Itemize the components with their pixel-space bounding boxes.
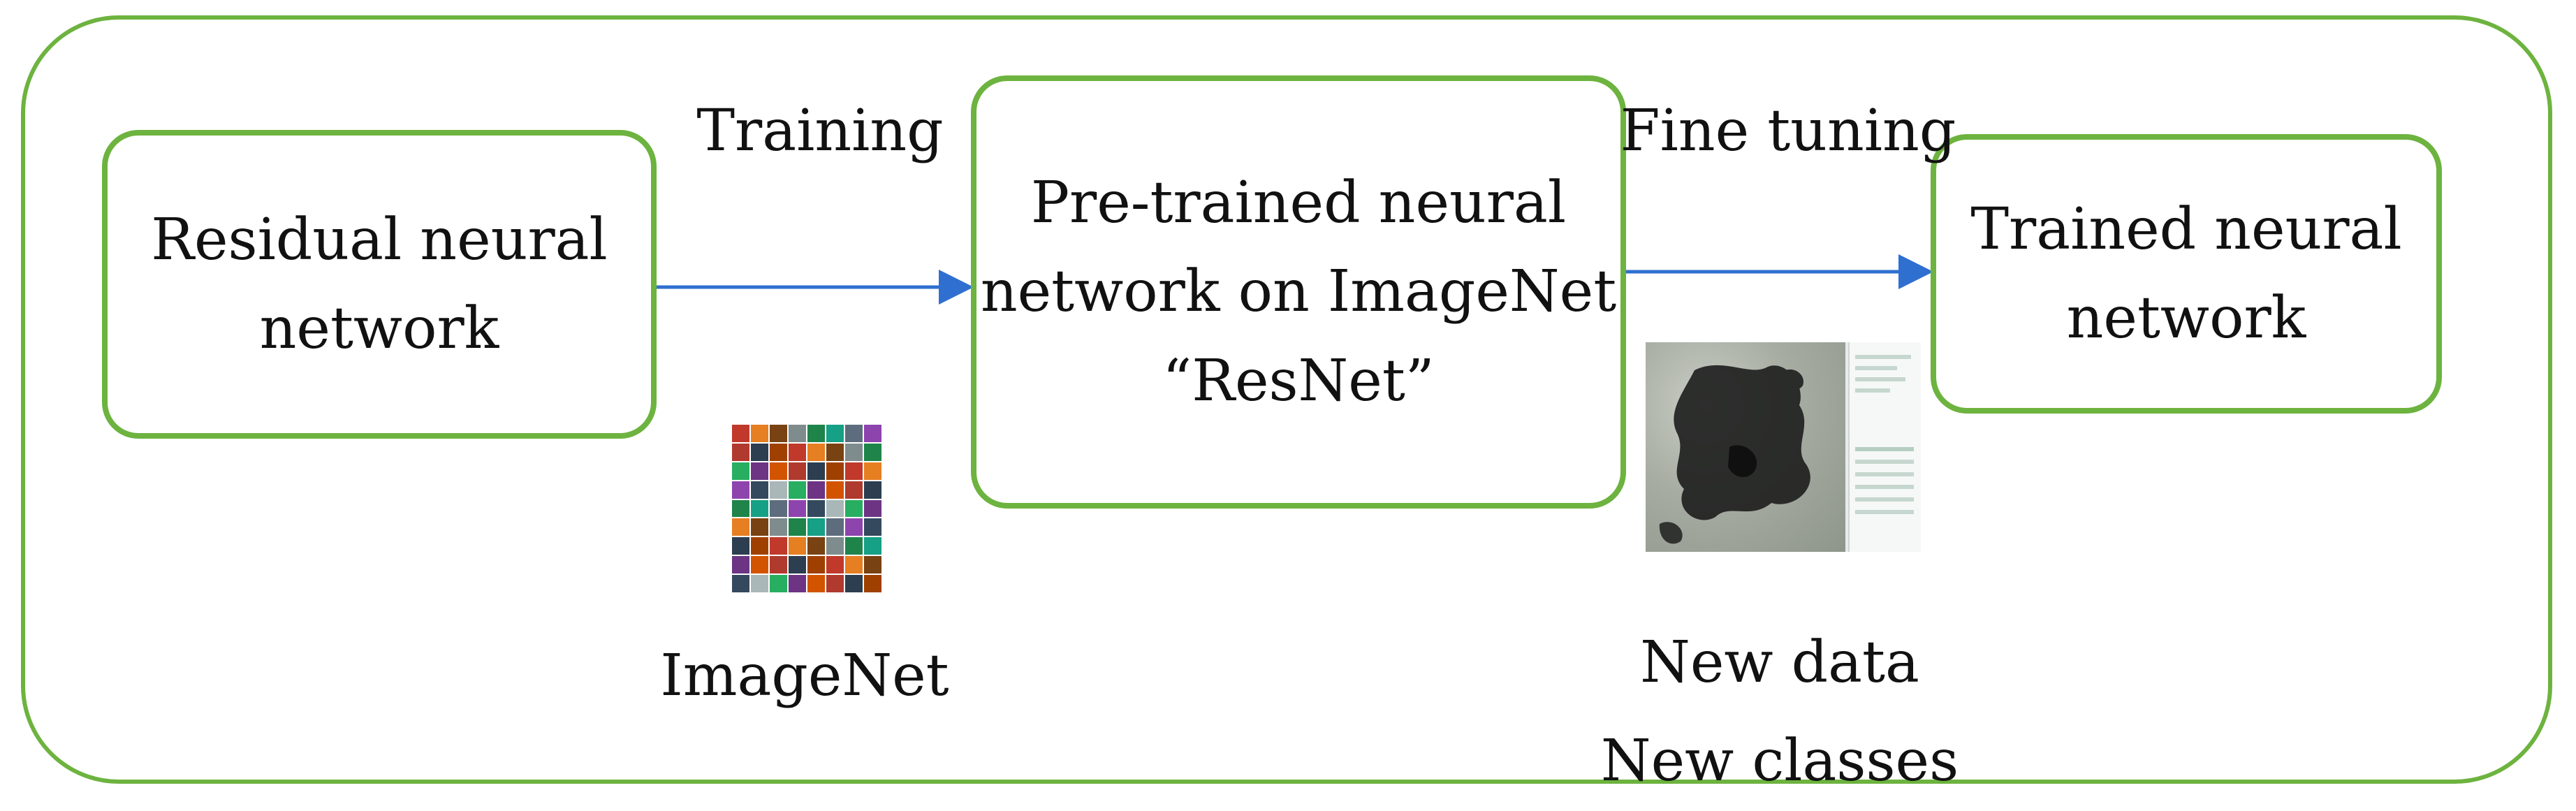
edge-training-label: Training — [696, 98, 944, 164]
mosaic-tile — [826, 462, 844, 480]
mosaic-tile — [732, 556, 749, 574]
mosaic-tile — [845, 556, 863, 574]
mosaic-tile — [807, 462, 825, 480]
node-pretrained-network: Pre-trained neural network on ImageNet “… — [971, 75, 1626, 509]
mosaic-tile — [732, 443, 749, 461]
new-data-image — [1646, 342, 1921, 552]
mosaic-tile — [864, 443, 881, 461]
diagram-frame — [21, 15, 2552, 784]
mosaic-tile — [845, 537, 863, 555]
mosaic-tile — [807, 518, 825, 536]
mosaic-tile — [732, 481, 749, 499]
mosaic-tile — [826, 556, 844, 574]
imagenet-mosaic-image — [732, 425, 881, 592]
mosaic-tile — [845, 425, 863, 442]
mosaic-tile — [864, 556, 881, 574]
mosaic-tile — [845, 518, 863, 536]
mosaic-tile — [864, 518, 881, 536]
mosaic-tile — [732, 462, 749, 480]
node-pretrained-label: Pre-trained neural network on ImageNet “… — [980, 170, 1617, 414]
mosaic-tile — [789, 443, 806, 461]
mosaic-tile — [845, 443, 863, 461]
map-dark-regions — [1659, 365, 1810, 544]
mosaic-tile — [770, 443, 787, 461]
mosaic-tile — [826, 575, 844, 592]
mosaic-tile — [789, 462, 806, 480]
mosaic-tile — [864, 575, 881, 592]
mosaic-tile — [751, 575, 768, 592]
mosaic-tile — [751, 425, 768, 442]
mosaic-tile — [770, 462, 787, 480]
mosaic-tile — [789, 537, 806, 555]
mosaic-tile — [751, 499, 768, 518]
mosaic-tile — [751, 481, 768, 499]
mosaic-tile — [807, 556, 825, 574]
mosaic-tile — [864, 481, 881, 499]
mosaic-tile — [826, 537, 844, 555]
mosaic-tile — [751, 556, 768, 574]
mosaic-tile — [789, 556, 806, 574]
mosaic-tile — [864, 537, 881, 555]
mosaic-tile — [826, 443, 844, 461]
mosaic-tile — [864, 462, 881, 480]
mosaic-tile — [789, 481, 806, 499]
mosaic-tile — [807, 575, 825, 592]
node-trained-label: Trained neural network — [1970, 196, 2402, 351]
mosaic-tile — [751, 537, 768, 555]
mosaic-tile — [864, 425, 881, 442]
mosaic-tile — [770, 425, 787, 442]
mosaic-tile — [732, 425, 749, 442]
mosaic-tile — [826, 499, 844, 518]
mosaic-tile — [751, 462, 768, 480]
node-residual-label: Residual neural network — [151, 206, 608, 362]
mosaic-tile — [807, 425, 825, 442]
edge-finetune-label: Fine tuning — [1620, 98, 1956, 164]
mosaic-tile — [770, 537, 787, 555]
mosaic-tile — [732, 518, 749, 536]
imagenet-caption: ImageNet — [660, 643, 949, 709]
mosaic-tile — [807, 499, 825, 518]
mosaic-tile — [732, 575, 749, 592]
mosaic-tile — [770, 556, 787, 574]
mosaic-tile — [789, 575, 806, 592]
mosaic-tile — [732, 537, 749, 555]
mosaic-tile — [751, 443, 768, 461]
mosaic-tile — [826, 518, 844, 536]
new-data-caption: New data New classes — [1600, 629, 1959, 795]
mosaic-tile — [770, 481, 787, 499]
map-view — [1646, 342, 1845, 552]
mosaic-tile — [826, 425, 844, 442]
mosaic-tile — [807, 537, 825, 555]
mosaic-tile — [770, 575, 787, 592]
mosaic-tile — [732, 499, 749, 518]
mosaic-tile — [770, 499, 787, 518]
mosaic-tile — [789, 499, 806, 518]
mosaic-tile — [845, 575, 863, 592]
mosaic-tile — [845, 462, 863, 480]
map-side-panel — [1848, 342, 1921, 552]
node-residual-network: Residual neural network — [102, 130, 657, 439]
node-trained-network: Trained neural network — [1931, 134, 2442, 414]
mosaic-tile — [807, 443, 825, 461]
mosaic-tile — [789, 425, 806, 442]
mosaic-tile — [845, 481, 863, 499]
mosaic-tile — [789, 518, 806, 536]
mosaic-tile — [751, 518, 768, 536]
mosaic-tile — [864, 499, 881, 518]
mosaic-tile — [826, 481, 844, 499]
mosaic-tile — [845, 499, 863, 518]
mosaic-tile — [807, 481, 825, 499]
mosaic-tile — [770, 518, 787, 536]
